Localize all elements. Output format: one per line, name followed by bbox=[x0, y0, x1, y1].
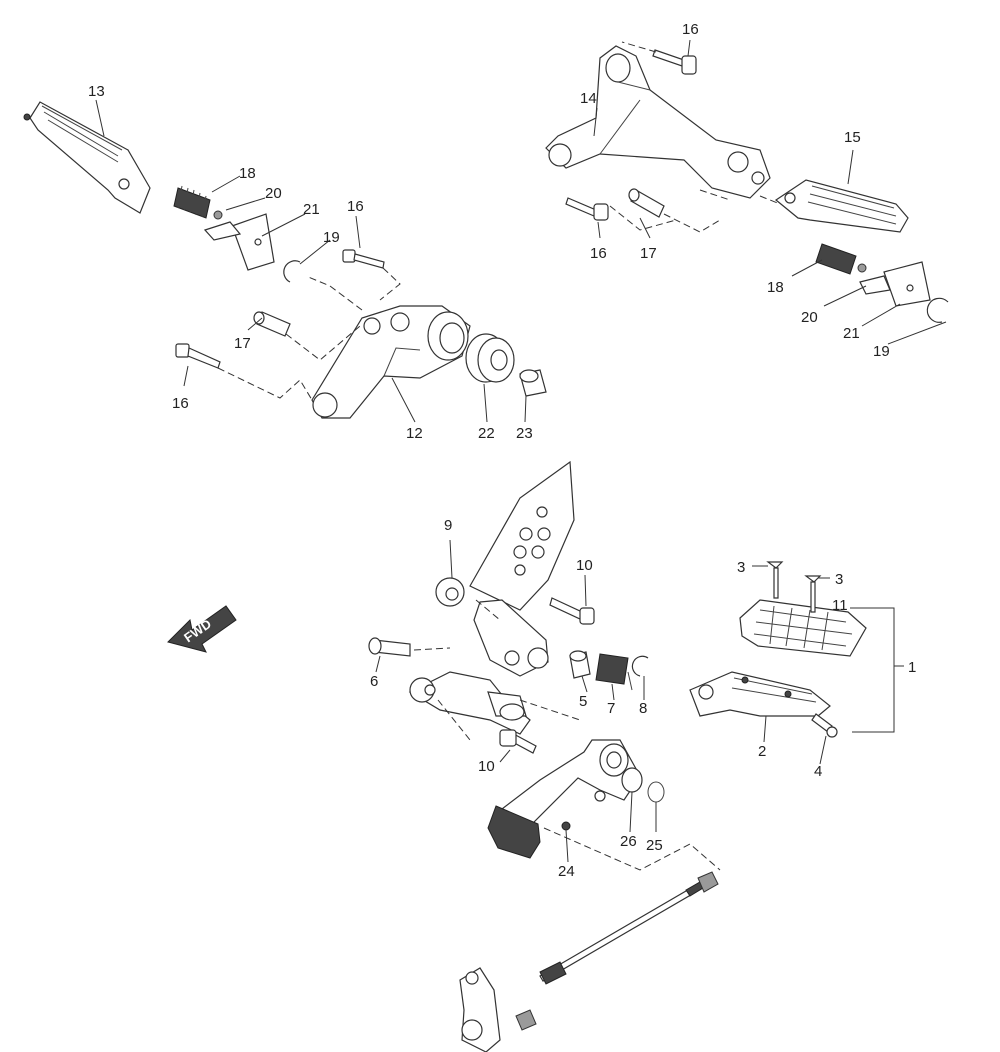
callout-2: 2 bbox=[758, 743, 766, 760]
shift-lever bbox=[487, 739, 641, 859]
pin-17b bbox=[628, 188, 665, 218]
clip-19b bbox=[926, 297, 949, 323]
callout-7: 7 bbox=[607, 700, 615, 717]
callout-21a: 21 bbox=[303, 201, 320, 218]
callout-16b: 16 bbox=[172, 395, 189, 412]
clip-19a bbox=[283, 260, 301, 283]
callout-20b: 20 bbox=[801, 309, 818, 326]
callout-13: 13 bbox=[88, 83, 105, 100]
callout-1: 1 bbox=[908, 659, 916, 676]
callout-19b: 19 bbox=[873, 343, 890, 360]
callout-16a: 16 bbox=[347, 198, 364, 215]
footpeg-15 bbox=[774, 179, 909, 233]
shift-lever-arm bbox=[408, 671, 531, 735]
shift-rod bbox=[515, 871, 719, 1031]
callout-14: 14 bbox=[580, 90, 597, 107]
callout-19a: 19 bbox=[323, 229, 340, 246]
spring-7 bbox=[595, 653, 633, 691]
rod-end-link bbox=[459, 967, 501, 1052]
footpeg-base-2 bbox=[689, 671, 831, 717]
callout-12: 12 bbox=[406, 425, 423, 442]
ball-20b bbox=[857, 263, 867, 273]
collar-22 bbox=[465, 333, 515, 383]
plate-21a bbox=[203, 213, 275, 271]
callout-4: 4 bbox=[814, 763, 822, 780]
group-bracket-1 bbox=[850, 607, 904, 733]
callout-16c: 16 bbox=[682, 21, 699, 38]
bolt-16c bbox=[652, 49, 697, 75]
heel-plate-9 bbox=[435, 460, 575, 677]
callout-24: 24 bbox=[558, 863, 575, 880]
bushing-5 bbox=[569, 650, 591, 679]
bolt-16a bbox=[342, 249, 385, 269]
bolt-10a bbox=[549, 597, 595, 625]
pin-17a bbox=[253, 311, 291, 337]
ball-20a bbox=[213, 210, 223, 220]
callout-18b: 18 bbox=[767, 279, 784, 296]
pin-4 bbox=[811, 713, 838, 738]
bolt-16b bbox=[175, 343, 221, 369]
callout-22: 22 bbox=[478, 425, 495, 442]
callout-11: 11 bbox=[832, 597, 848, 614]
screw-3a bbox=[766, 561, 784, 599]
footpeg-13 bbox=[23, 101, 151, 214]
callout-17a: 17 bbox=[234, 335, 251, 352]
clip-25 bbox=[647, 781, 665, 803]
pin-6 bbox=[368, 637, 411, 657]
bushing-23 bbox=[519, 369, 547, 397]
bracket-12 bbox=[311, 305, 471, 419]
callout-10b: 10 bbox=[478, 758, 495, 775]
callout-21b: 21 bbox=[843, 325, 860, 342]
callout-15: 15 bbox=[844, 129, 861, 146]
callout-17b: 17 bbox=[640, 245, 657, 262]
callout-20a: 20 bbox=[265, 185, 282, 202]
screw-3b bbox=[804, 575, 822, 613]
callout-18a: 18 bbox=[239, 165, 256, 182]
callout-8: 8 bbox=[639, 700, 647, 717]
callout-16d: 16 bbox=[590, 245, 607, 262]
spring-18b bbox=[815, 243, 857, 275]
callout-25: 25 bbox=[646, 837, 663, 854]
callout-26: 26 bbox=[620, 833, 637, 850]
callout-23: 23 bbox=[516, 425, 533, 442]
callout-10a: 10 bbox=[576, 557, 593, 574]
callout-6: 6 bbox=[370, 673, 378, 690]
bracket-14 bbox=[545, 45, 771, 199]
clip-8 bbox=[631, 655, 649, 677]
callout-9: 9 bbox=[444, 517, 452, 534]
spring-18a bbox=[173, 185, 211, 219]
bolt-16d bbox=[565, 197, 609, 221]
callout-3b: 3 bbox=[835, 571, 843, 588]
callout-5: 5 bbox=[579, 693, 587, 710]
washer-26 bbox=[621, 767, 643, 793]
plate-21b bbox=[859, 261, 931, 307]
callout-3a: 3 bbox=[737, 559, 745, 576]
footpeg-rubber-11 bbox=[739, 599, 867, 657]
bolt-10b bbox=[499, 729, 537, 754]
fwd-arrow-icon: FWD bbox=[167, 605, 237, 653]
